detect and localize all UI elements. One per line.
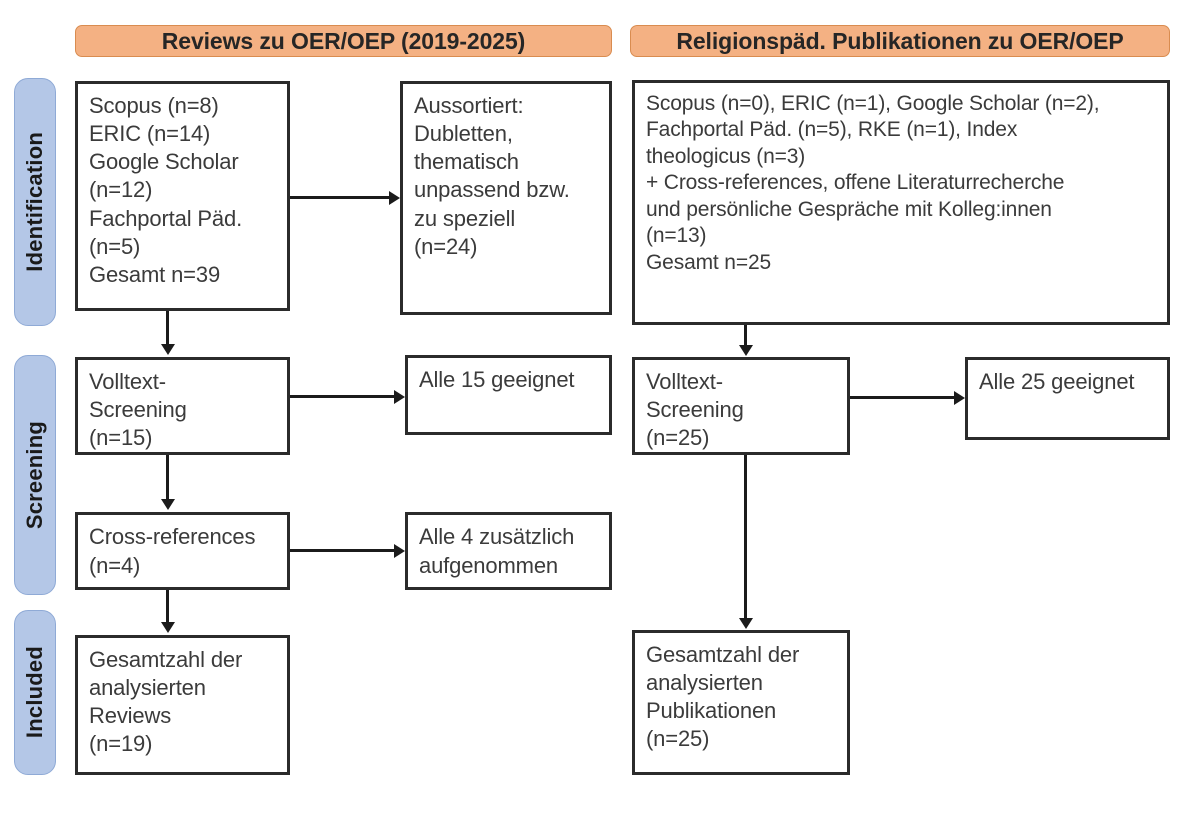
box-right-included-total: Gesamtzahl der analysierten Publikatione… (632, 630, 850, 775)
connector-left-fulltext-to-crossref (166, 455, 169, 500)
connector-right-fulltext-to-included (744, 455, 747, 620)
connector-right-fulltext-to-result (850, 396, 955, 399)
box-right-fulltext-result: Alle 25 geeignet (965, 357, 1170, 440)
arrowhead-left-crossref-to-result (394, 544, 405, 558)
column-header-right: Religionspäd. Publikationen zu OER/OEP (630, 25, 1170, 57)
column-header-left-text: Reviews zu OER/OEP (2019-2025) (161, 27, 526, 54)
box-left-excluded: Aussortiert: Dubletten, thematisch unpas… (400, 81, 612, 315)
column-header-left: Reviews zu OER/OEP (2019-2025) (75, 25, 612, 57)
connector-left-fulltext-to-result (290, 395, 395, 398)
column-header-right-text: Religionspäd. Publikationen zu OER/OEP (676, 27, 1124, 54)
phase-pill-screening: Screening (14, 355, 56, 595)
connector-left-sources-to-excluded (290, 196, 390, 199)
arrowhead-left-fulltext-to-crossref (161, 499, 175, 510)
box-left-fulltext-result-text: Alle 15 geeignet (419, 367, 575, 392)
connector-left-crossref-to-result (290, 549, 395, 552)
box-right-sources-text: Scopus (n=0), ERIC (n=1), Google Scholar… (646, 92, 1100, 274)
box-right-fulltext-result-text: Alle 25 geeignet (979, 369, 1135, 394)
box-left-crossreferences-result: Alle 4 zusätzlich aufgenommen (405, 512, 612, 590)
box-right-fulltext-screening-text: Volltext- Screening (n=25) (646, 369, 744, 451)
arrowhead-left-crossref-to-included (161, 622, 175, 633)
arrowhead-right-fulltext-to-result (954, 391, 965, 405)
phase-pill-identification: Identification (14, 78, 56, 326)
box-left-sources-text: Scopus (n=8) ERIC (n=14) Google Scholar … (89, 93, 243, 287)
box-right-sources: Scopus (n=0), ERIC (n=1), Google Scholar… (632, 80, 1170, 325)
box-left-fulltext-screening-text: Volltext- Screening (n=15) (89, 369, 187, 451)
box-right-included-total-text: Gesamtzahl der analysierten Publikatione… (646, 642, 800, 752)
box-left-crossreferences: Cross-references (n=4) (75, 512, 290, 590)
connector-left-crossref-to-included (166, 590, 169, 624)
connector-right-sources-to-fulltext (744, 325, 747, 347)
arrowhead-right-fulltext-to-included (739, 618, 753, 629)
phase-label-screening: Screening (22, 420, 47, 530)
phase-label-included: Included (22, 646, 47, 739)
phase-pill-included: Included (14, 610, 56, 775)
box-left-included-total: Gesamtzahl der analysierten Reviews (n=1… (75, 635, 290, 775)
box-left-excluded-text: Aussortiert: Dubletten, thematisch unpas… (414, 93, 570, 259)
box-left-fulltext-result: Alle 15 geeignet (405, 355, 612, 435)
arrowhead-left-sources-to-fulltext (161, 344, 175, 355)
box-left-crossreferences-text: Cross-references (n=4) (89, 524, 256, 578)
arrowhead-left-sources-to-excluded (389, 191, 400, 205)
box-left-included-total-text: Gesamtzahl der analysierten Reviews (n=1… (89, 647, 243, 757)
connector-left-sources-to-fulltext (166, 311, 169, 346)
arrowhead-left-fulltext-to-result (394, 390, 405, 404)
phase-label-identification: Identification (22, 132, 47, 272)
arrowhead-right-sources-to-fulltext (739, 345, 753, 356)
box-left-crossreferences-result-text: Alle 4 zusätzlich aufgenommen (419, 524, 575, 578)
box-left-sources: Scopus (n=8) ERIC (n=14) Google Scholar … (75, 81, 290, 311)
box-right-fulltext-screening: Volltext- Screening (n=25) (632, 357, 850, 455)
box-left-fulltext-screening: Volltext- Screening (n=15) (75, 357, 290, 455)
